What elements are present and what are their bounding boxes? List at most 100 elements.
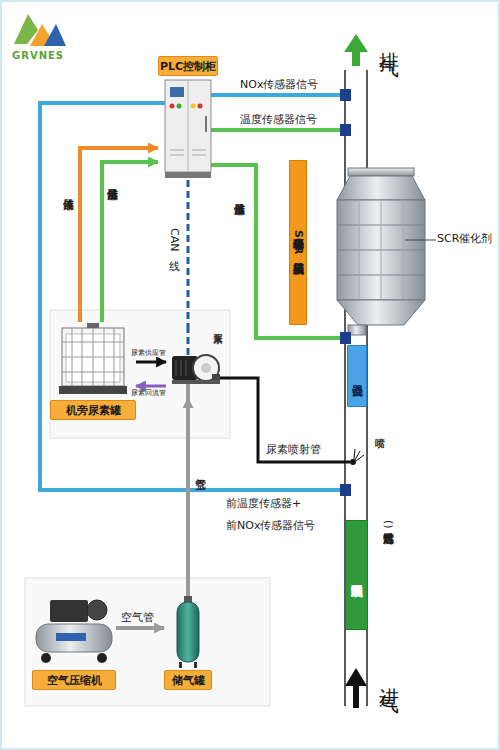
node-label: 储气罐 (164, 670, 212, 690)
urea-pump-illustration (172, 326, 220, 398)
exhaust-arrow (344, 34, 368, 66)
nozzle-symbol (356, 455, 364, 461)
scr-reactor (337, 176, 425, 200)
air-tank-illustration (194, 662, 197, 668)
equipment-panel (50, 310, 230, 438)
plc-cabinet (165, 80, 211, 172)
scr-reactor (359, 200, 360, 300)
annotation-text: 排气 (378, 36, 400, 48)
intake-arrow (345, 668, 367, 708)
plc-cabinet (205, 116, 207, 132)
connector-line (136, 361, 166, 364)
urea-tank-illustration (87, 323, 99, 328)
signal-line (211, 128, 343, 132)
urea-tank-illustration (59, 386, 127, 394)
annotation-text: 前温度传感器+ (226, 498, 301, 510)
connector-line (186, 398, 190, 596)
annotation-text: 前NOx传感器信号 (226, 520, 315, 532)
pipe-sensor (340, 484, 351, 496)
urea-pump-illustration (193, 355, 219, 381)
connector-line (102, 162, 158, 322)
urea-pump-illustration (181, 360, 182, 376)
catalyst-leader-line (405, 240, 436, 241)
plc-cabinet (177, 104, 182, 109)
cooling-box: 降温装置 (345, 520, 368, 630)
company-logo (44, 24, 66, 46)
pipe-sensor (340, 89, 351, 101)
urea-pump-illustration (176, 360, 177, 376)
node-label: 空气压缩机 (32, 670, 116, 690)
plc-cabinet (170, 155, 184, 156)
urea-pump-illustration (212, 374, 220, 380)
air-compressor: 空气压缩机 (32, 592, 116, 692)
pipe-or-signal-label: 尿素回流管 (131, 390, 166, 398)
urea-tank: 机旁尿素罐 (50, 322, 136, 422)
mixer-box: 混合器 (347, 345, 367, 407)
air-compressor-illustration (97, 653, 107, 663)
annotation-text: 温度传感器信号 (240, 114, 317, 126)
urea-injection-pipe (219, 378, 350, 462)
intake-arrow (353, 686, 359, 708)
urea-tank-illustration (62, 372, 124, 373)
urea-tank-illustration (62, 342, 124, 343)
urea-pump: 尿素泵 (166, 326, 232, 398)
air-storage-tank: 储气罐 (164, 596, 212, 692)
urea-injection-pipe (219, 378, 350, 462)
nozzle-symbol (350, 449, 364, 465)
exhaust-pipe (345, 70, 367, 706)
air-compressor-illustration (36, 600, 112, 663)
reactor-label-box: 绿谷环保SCR脱硝反应器 (289, 160, 307, 325)
intake-arrow (345, 668, 367, 686)
air-tank-illustration (177, 596, 199, 668)
annotation-text: 进气 (378, 672, 400, 684)
pipe-sensor (340, 89, 351, 496)
plc-cabinet (198, 104, 203, 109)
exhaust-arrow (352, 52, 360, 66)
pipe-sensor (340, 124, 351, 136)
plc-cabinet (165, 172, 211, 178)
urea-pump-illustration (186, 360, 187, 376)
scr-reactor (348, 168, 414, 176)
air-compressor-illustration (41, 653, 51, 663)
plc-cabinet (192, 155, 206, 156)
urea-pump-illustration (186, 384, 190, 398)
catalyst-leader-line (405, 240, 436, 241)
urea-tank-illustration (59, 323, 127, 394)
signal-line (211, 93, 343, 97)
annotation-text: (针对排气温度过高) (382, 520, 394, 529)
scr-reactor (337, 300, 425, 325)
plc-cabinet (188, 80, 189, 172)
scr-reactor (337, 168, 425, 335)
connector-line (187, 180, 190, 326)
air-compressor-illustration (56, 633, 86, 641)
plc-cabinet (192, 150, 206, 151)
plc-cabinet (165, 80, 211, 178)
urea-tank-illustration (62, 357, 124, 358)
pipe-sensor (340, 332, 351, 344)
urea-tank-illustration (62, 328, 124, 386)
air-tank-illustration (177, 602, 199, 662)
pipe-or-signal-label: 空气管 (121, 612, 154, 624)
scr-reactor (403, 200, 404, 300)
company-logo (14, 14, 66, 46)
signal-line (211, 165, 343, 338)
air-compressor-illustration (87, 600, 107, 620)
plc-cabinet (170, 150, 184, 151)
control-cabinet: PLC控制柜 (158, 56, 218, 180)
plc-cabinet (191, 104, 196, 109)
node-label: PLC控制柜 (158, 56, 218, 76)
air-tank-illustration (179, 662, 182, 668)
air-compressor-illustration (36, 624, 112, 652)
exhaust-arrow (344, 34, 368, 52)
connector-line (80, 148, 158, 322)
air-compressor-illustration (50, 600, 88, 622)
urea-pump-illustration (187, 326, 190, 356)
nozzle-symbol (354, 449, 355, 459)
